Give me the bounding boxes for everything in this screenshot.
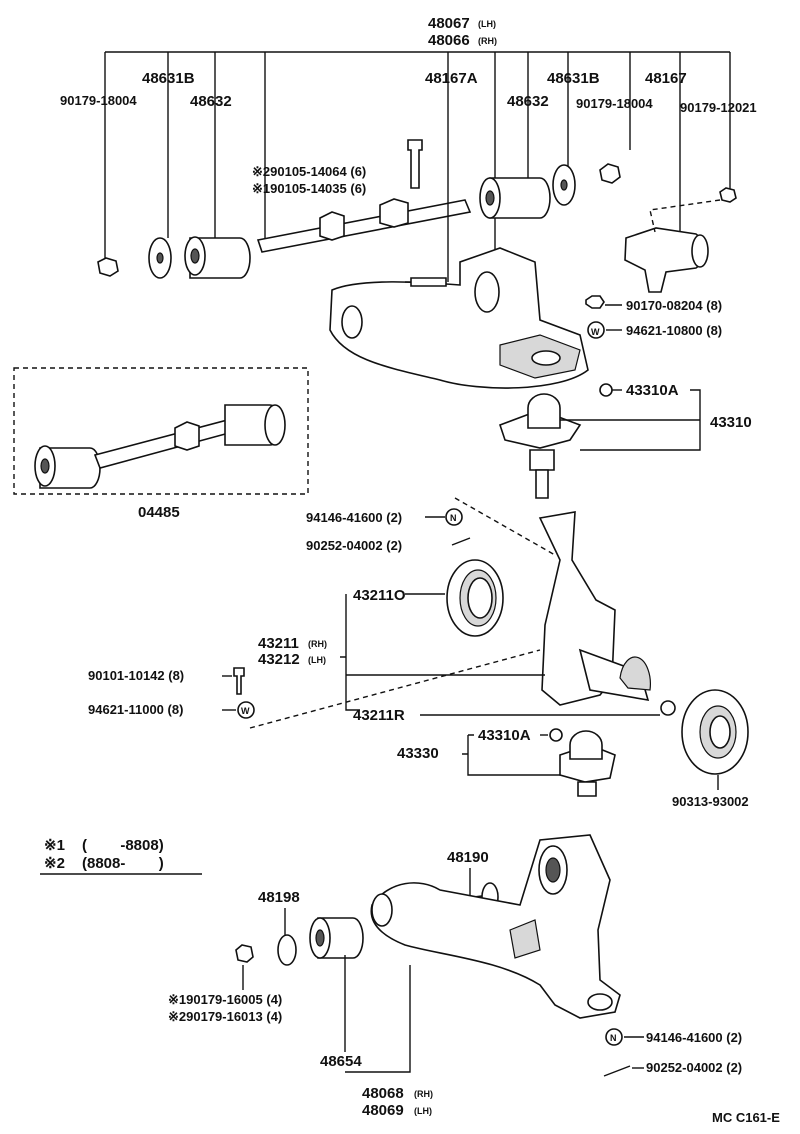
upper-arm-shaft (256, 199, 472, 253)
label-48632-right: 48632 (507, 93, 549, 110)
cotter-pin-top (451, 537, 471, 546)
diagram-code: MC C161-E (712, 1110, 780, 1125)
label-43212: 43212 (258, 651, 300, 668)
label-43310A-bot: 43310A (478, 727, 531, 744)
nut-90179-12021 (719, 187, 737, 203)
label-lh-knuckle: (LH) (308, 655, 326, 665)
label-90101-10142: 90101-10142 (8) (88, 668, 184, 683)
label-94621-10800: 94621-10800 (8) (626, 323, 722, 338)
washer-94621-10800 (587, 321, 605, 339)
label-94621-11000: 94621-11000 (8) (88, 702, 183, 717)
label-48069: 48069 (362, 1102, 404, 1119)
label-rh-knuckle: (RH) (308, 639, 327, 649)
label-rh-top: (RH) (478, 36, 497, 46)
label-90179-18004-right: 90179-18004 (576, 96, 653, 111)
label-90252-04002-bot: 90252-04002 (2) (646, 1060, 742, 1075)
label-48167A: 48167A (425, 70, 478, 87)
note-line2-mark: ※2 (44, 855, 65, 872)
ball-joint-43330 (559, 730, 616, 797)
bolt-90101 (233, 667, 245, 695)
label-43310A-top: 43310A (626, 382, 679, 399)
label-48631B-right: 48631B (547, 70, 600, 87)
label-48067: 48067 (428, 15, 470, 32)
nut-43310A-bot (549, 728, 563, 742)
label-48068: 48068 (362, 1085, 404, 1102)
label-lh-lower: (LH) (414, 1106, 432, 1116)
nut-43310A-top (599, 383, 613, 397)
bolt-48167A (405, 277, 447, 287)
label-lh-top: (LH) (478, 19, 496, 29)
svg-text:W: W (591, 327, 600, 337)
steering-knuckle (538, 511, 676, 716)
label-48190: 48190 (447, 849, 489, 866)
label-43211: 43211 (258, 635, 299, 652)
kit-04485-shaft (34, 404, 286, 489)
oil-seal-43211O (446, 559, 504, 637)
label-bolt-190105: ※190105-14035 (6) (252, 181, 366, 196)
bushing-48654 (309, 917, 364, 959)
upper-control-arm (329, 247, 589, 389)
lower-control-arm (370, 834, 621, 1019)
label-48631B-left: 48631B (142, 70, 195, 87)
washer-48198 (277, 934, 297, 966)
nut-90179-18004-right (599, 163, 621, 184)
label-48198: 48198 (258, 889, 300, 906)
nut-90179-18004-left (97, 257, 119, 277)
svg-text:W: W (241, 706, 250, 716)
washer-94621-11000 (237, 701, 255, 719)
label-43330: 43330 (397, 745, 439, 762)
label-90170-08204: 90170-08204 (8) (626, 298, 722, 313)
label-43310: 43310 (710, 414, 752, 431)
upper-shaft-group (97, 139, 737, 293)
nut-94146-bot (605, 1028, 623, 1046)
cotter-pin-bot (603, 1065, 631, 1077)
dust-cover-90313 (681, 689, 749, 775)
note-line1-mark: ※1 (44, 837, 65, 854)
note-line1-text: ( -8808) (82, 837, 164, 854)
label-bolt-290105: ※290105-14064 (6) (252, 164, 366, 179)
bracket-48167 (624, 227, 704, 293)
label-94146-41600-top: 94146-41600 (2) (306, 510, 402, 525)
label-90313-93002: 90313-93002 (672, 794, 749, 809)
label-bolt-190179-16005: ※190179-16005 (4) (168, 992, 282, 1007)
bushing-48632-right (489, 177, 551, 219)
label-43211O: 43211O (353, 587, 406, 604)
nut-190179-16005 (235, 944, 254, 963)
label-43211R: 43211R (353, 707, 405, 724)
label-48066: 48066 (428, 32, 470, 49)
svg-text:N: N (610, 1033, 617, 1043)
label-rh-lower: (RH) (414, 1089, 433, 1099)
label-90179-18004-left: 90179-18004 (60, 93, 137, 108)
nut-90170-08204 (585, 295, 605, 309)
label-94146-41600-bot: 94146-41600 (2) (646, 1030, 742, 1045)
note-line2-text: (8808- ) (82, 855, 164, 872)
label-90179-12021: 90179-12021 (680, 100, 757, 115)
label-48632-left: 48632 (190, 93, 232, 110)
label-48167: 48167 (645, 70, 687, 87)
label-48654: 48654 (320, 1053, 362, 1070)
ball-joint-43310 (498, 383, 613, 499)
top-leader-lines (104, 52, 731, 262)
svg-text:N: N (450, 513, 457, 523)
bolt-upper-shaft (407, 139, 423, 189)
kit-04485-box (13, 367, 309, 495)
label-90252-04002-top: 90252-04002 (2) (306, 538, 402, 553)
nut-94146-top (445, 508, 463, 526)
bushing-48632-left (189, 237, 251, 279)
label-04485: 04485 (138, 504, 180, 521)
label-bolt-290179-16013: ※290179-16013 (4) (168, 1009, 282, 1024)
